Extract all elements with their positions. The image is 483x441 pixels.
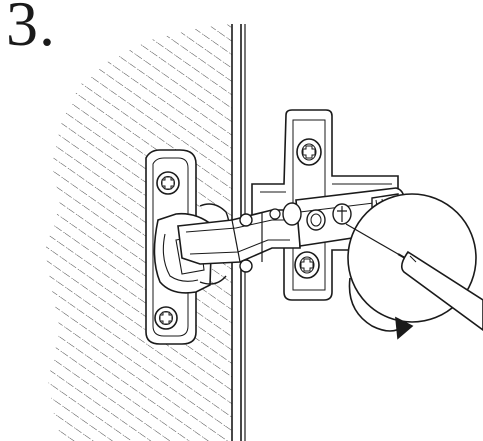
step-number: 3.	[6, 0, 56, 59]
screwdriver-icon	[345, 223, 483, 331]
cup-plate-bottom-screw-icon	[154, 306, 178, 330]
hinge-arm	[177, 209, 301, 273]
cup-plate-top-screw-icon	[156, 171, 180, 195]
mounting-plate-top-screw-icon	[296, 138, 322, 166]
depth-adjustment-screw-icon	[306, 209, 326, 231]
mounting-plate-bottom-screw-icon	[294, 251, 320, 279]
rotate-arrow-icon	[348, 277, 414, 340]
side-adjustment-screw-icon	[332, 203, 352, 225]
